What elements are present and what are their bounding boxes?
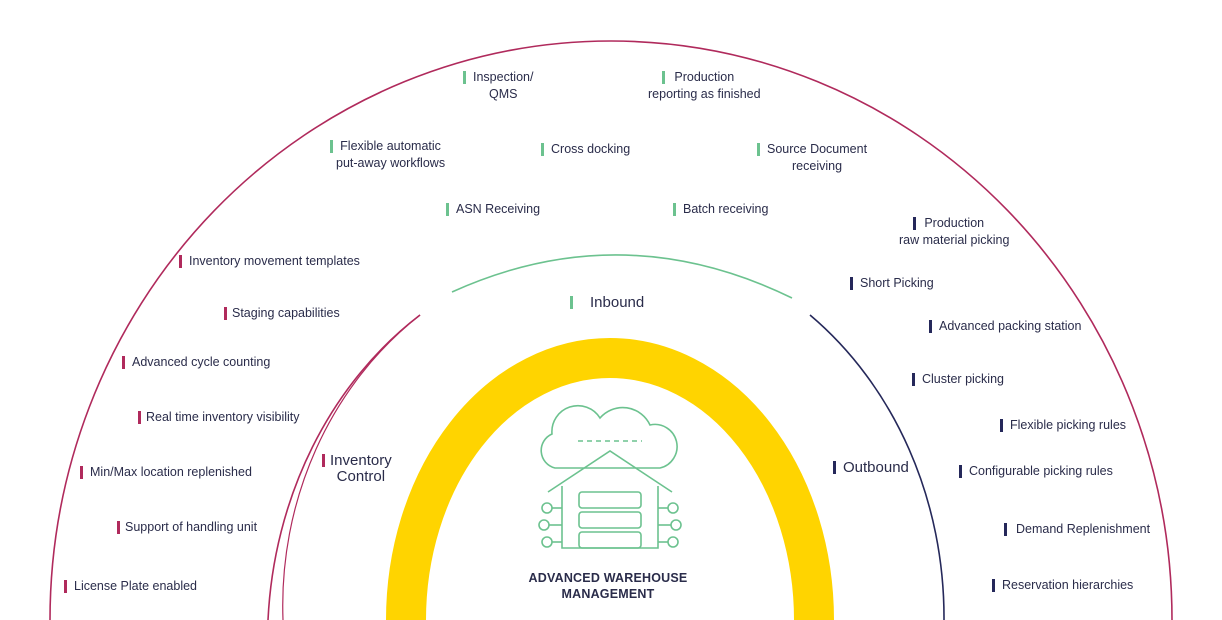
feature-text: Min/Max location replenished	[90, 465, 252, 479]
inbound-marker	[330, 140, 333, 153]
feature-text: Real time inventory visibility	[146, 410, 300, 424]
feature-text: Production	[924, 216, 985, 230]
feature-text: Flexible picking rules	[1010, 418, 1127, 432]
feature-text: ASN Receiving	[456, 202, 541, 216]
feature-text: Short Picking	[860, 276, 934, 290]
outbound-feature-packing-station: Advanced packing station	[929, 318, 1081, 335]
inventory-feature-staging: Staging capabilities	[224, 305, 340, 322]
feature-text: QMS	[488, 86, 518, 101]
inbound-feature-asn: ASN Receiving	[446, 201, 540, 218]
outbound-feature-demand-replenishment: Demand Replenishment	[1004, 521, 1150, 538]
section-inventory-control: Inventory Control	[322, 453, 392, 485]
feature-text: Configurable picking rules	[969, 464, 1113, 478]
feature-text: put-away workflows	[336, 155, 446, 170]
outbound-marker	[1000, 419, 1003, 432]
section-outbound: Outbound	[833, 460, 909, 476]
feature-text: raw material picking	[899, 232, 1010, 247]
inbound-arc	[451, 254, 793, 299]
inventory-marker	[224, 307, 227, 320]
inbound-marker	[541, 143, 544, 156]
section-outbound-label: Outbound	[843, 459, 909, 476]
inventory-feature-license-plate: License Plate enabled	[64, 578, 197, 595]
outbound-marker	[912, 373, 915, 386]
outbound-marker	[850, 277, 853, 290]
feature-text: Advanced cycle counting	[132, 355, 271, 369]
feature-text: Advanced packing station	[939, 319, 1082, 333]
inbound-marker	[662, 71, 665, 84]
inbound-feature-putaway: Flexible automatic put-away workflows	[326, 138, 445, 171]
inventory-feature-cycle-counting: Advanced cycle counting	[122, 354, 270, 371]
feature-text: License Plate enabled	[74, 579, 198, 593]
section-inventory-line2: Control	[336, 468, 386, 485]
core-title: ADVANCED WAREHOUSE MANAGEMENT	[508, 570, 708, 602]
feature-text: Cross docking	[551, 142, 631, 156]
feature-text: Production	[674, 70, 735, 84]
outbound-marker	[913, 217, 916, 230]
core-title-line1: ADVANCED WAREHOUSE	[528, 571, 688, 585]
outbound-feature-configurable-picking-rules: Configurable picking rules	[959, 463, 1113, 480]
outbound-marker	[833, 461, 836, 474]
inventory-feature-movement-templates: Inventory movement templates	[179, 253, 360, 270]
inbound-marker	[757, 143, 760, 156]
core-ring	[386, 338, 834, 620]
outbound-arc	[809, 314, 945, 620]
inbound-marker	[570, 296, 573, 309]
outbound-marker	[929, 320, 932, 333]
inbound-feature-cross-docking: Cross docking	[541, 141, 630, 158]
inventory-marker	[122, 356, 125, 369]
inbound-marker	[463, 71, 466, 84]
inbound-marker	[446, 203, 449, 216]
feature-text: Demand Replenishment	[1016, 522, 1151, 536]
inventory-feature-handling-unit: Support of handling unit	[117, 519, 257, 536]
outbound-marker	[992, 579, 995, 592]
feature-text: Staging capabilities	[232, 306, 340, 320]
feature-text: Flexible automatic	[340, 139, 441, 153]
cloud-warehouse-icon	[538, 404, 682, 549]
inbound-feature-inspection: Inspection/ QMS	[463, 69, 533, 102]
inbound-marker	[673, 203, 676, 216]
outbound-marker	[1004, 523, 1007, 536]
feature-text: receiving	[792, 158, 843, 173]
feature-text: Support of handling unit	[125, 520, 258, 534]
section-inbound: Inbound	[570, 295, 644, 311]
inventory-marker	[80, 466, 83, 479]
outbound-feature-reservation-hierarchies: Reservation hierarchies	[992, 577, 1133, 594]
outbound-feature-cluster-picking: Cluster picking	[912, 371, 1004, 388]
feature-text: Cluster picking	[922, 372, 1004, 386]
outbound-marker	[959, 465, 962, 478]
feature-text: Batch receiving	[683, 202, 769, 216]
feature-text: reporting as finished	[648, 86, 761, 101]
inventory-marker	[117, 521, 120, 534]
inbound-feature-production-reporting: Production reporting as finished	[638, 69, 761, 102]
outer-ring-arc	[49, 40, 1173, 620]
inventory-marker	[138, 411, 141, 424]
section-inventory-line1: Inventory	[330, 452, 392, 469]
feature-text: Reservation hierarchies	[1002, 578, 1134, 592]
feature-text: Inspection/	[473, 70, 534, 84]
feature-text: Source Document	[767, 142, 868, 156]
inventory-marker	[64, 580, 67, 593]
inbound-feature-batch: Batch receiving	[673, 201, 768, 218]
outbound-feature-short-picking: Short Picking	[850, 275, 934, 292]
section-inbound-label: Inbound	[590, 294, 645, 311]
core-title-line2: MANAGEMENT	[561, 587, 655, 601]
inventory-feature-minmax: Min/Max location replenished	[80, 464, 252, 481]
inventory-marker	[179, 255, 182, 268]
inventory-inner-arc	[282, 314, 421, 620]
inventory-feature-realtime-visibility: Real time inventory visibility	[138, 409, 300, 426]
feature-text: Inventory movement templates	[189, 254, 360, 268]
outbound-feature-flexible-picking-rules: Flexible picking rules	[1000, 417, 1126, 434]
inventory-marker	[322, 454, 325, 467]
inbound-feature-source-document: Source Document receiving	[757, 141, 867, 174]
outbound-feature-raw-material-picking: Production raw material picking	[889, 215, 1009, 248]
